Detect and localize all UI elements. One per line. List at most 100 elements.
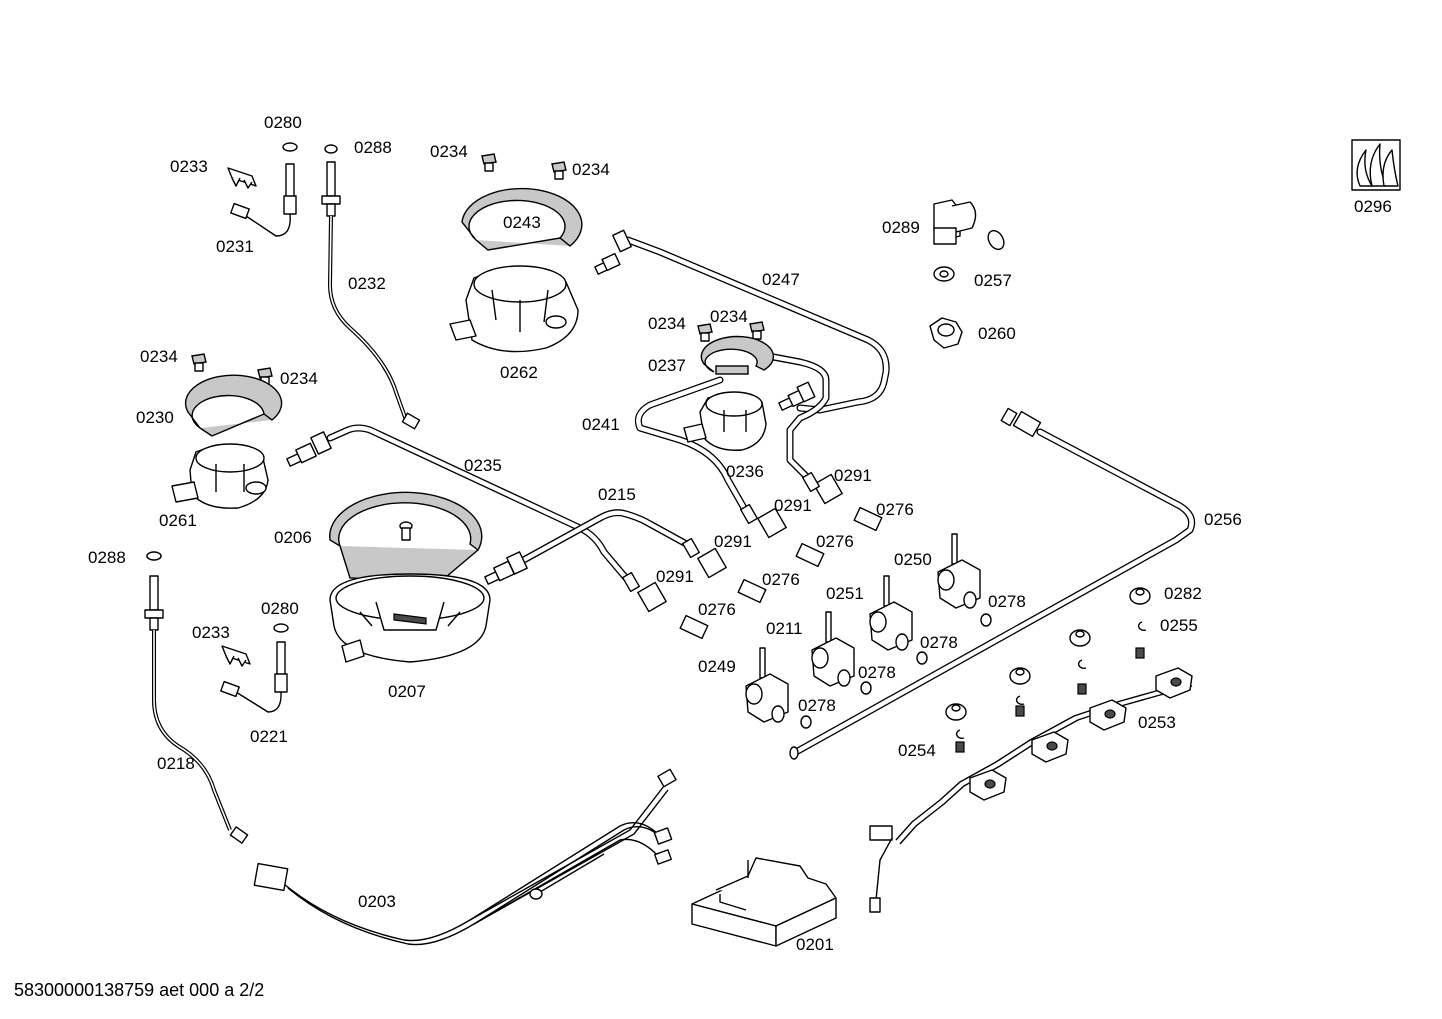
burner-cup-0261 <box>171 443 269 509</box>
label-0206: 0206 <box>274 528 312 547</box>
label-0243: 0243 <box>503 213 541 232</box>
label-0254: 0254 <box>898 741 936 760</box>
gas-pipe-0247 <box>624 236 890 414</box>
pipe-fitting-0215 <box>484 551 528 585</box>
nozzle-0276-d <box>679 614 709 640</box>
pipe-fitting-0247 <box>594 229 632 275</box>
pipe-fitting-0256 <box>1000 407 1042 438</box>
label-0260: 0260 <box>978 324 1016 343</box>
label-0207: 0207 <box>388 682 426 701</box>
label-0201: 0201 <box>796 935 834 954</box>
label-0256: 0256 <box>1204 510 1242 529</box>
label-0237: 0237 <box>648 356 686 375</box>
spark-generator-0201 <box>691 857 837 947</box>
gas-valve-0211 <box>811 611 855 687</box>
seal-0278-a <box>980 613 992 627</box>
label-0251: 0251 <box>826 584 864 603</box>
label-0278-c: 0278 <box>858 663 896 682</box>
label-0233-a: 0233 <box>170 157 208 176</box>
bushing-0282-d <box>945 703 967 721</box>
label-0234-d: 0234 <box>710 307 748 326</box>
elbow-connector-0289 <box>933 199 977 245</box>
label-0231: 0231 <box>216 237 254 256</box>
label-0276-c: 0276 <box>762 570 800 589</box>
label-0255: 0255 <box>1160 616 1198 635</box>
nut-0260 <box>929 317 963 349</box>
thermocouple-0218 <box>144 551 249 844</box>
label-0234-a: 0234 <box>430 142 468 161</box>
label-0211: 0211 <box>766 619 803 638</box>
label-0250: 0250 <box>894 550 932 569</box>
screw-0234-b <box>551 161 567 180</box>
label-0278-a: 0278 <box>988 592 1026 611</box>
screw-0234-a <box>481 153 497 172</box>
washer-0257 <box>933 266 955 282</box>
gas-valve-0251 <box>869 575 913 651</box>
bushing-0282-b <box>1069 629 1091 647</box>
label-0203: 0203 <box>358 892 396 911</box>
burner-cup-0236 <box>683 391 767 451</box>
label-0247: 0247 <box>762 270 800 289</box>
label-0278-b: 0278 <box>920 633 958 652</box>
gas-pipe-0235 <box>326 424 630 582</box>
label-0291-a: 0291 <box>834 466 872 485</box>
gasket-0243 <box>461 187 583 251</box>
label-0234-c: 0234 <box>648 314 686 333</box>
wiring-harness-0203 <box>253 768 677 946</box>
burner-cup-0207 <box>329 573 491 663</box>
label-0253: 0253 <box>1138 713 1176 732</box>
screw-0234-c <box>697 323 713 342</box>
gas-pipe-0215 <box>516 509 694 566</box>
clip-0233-b <box>221 645 251 667</box>
label-0234-e: 0234 <box>140 347 178 366</box>
gas-pipe-0241 <box>634 352 830 512</box>
label-0232: 0232 <box>348 274 386 293</box>
label-0221: 0221 <box>250 727 288 746</box>
label-0280-b: 0280 <box>261 599 299 618</box>
gasket-0230 <box>184 374 283 437</box>
pipe-nut-0291-d <box>621 571 667 613</box>
label-0291-b: 0291 <box>774 496 812 515</box>
screw-0234-e <box>191 353 207 372</box>
pipe-nut-0291-b <box>739 503 787 539</box>
label-0215: 0215 <box>598 485 636 504</box>
seal-0278-b <box>916 651 928 665</box>
label-0280-a: 0280 <box>264 113 302 132</box>
label-0257: 0257 <box>974 271 1012 290</box>
label-0249: 0249 <box>698 657 736 676</box>
seal-0278-d <box>800 715 812 729</box>
spring-0254-c <box>1015 705 1025 717</box>
nozzle-0276-b <box>795 542 825 568</box>
gas-valve-0249 <box>745 647 789 723</box>
clip-0233-a <box>227 167 257 189</box>
burner-cup-0262 <box>449 265 579 353</box>
spring-0254-b <box>1077 683 1087 695</box>
clip-0255-a <box>1137 621 1147 632</box>
gasket-0206 <box>329 491 483 583</box>
label-0218: 0218 <box>157 754 195 773</box>
label-0276-b: 0276 <box>816 532 854 551</box>
label-0236: 0236 <box>726 462 764 481</box>
spring-0254-d <box>955 741 965 753</box>
label-0278-d: 0278 <box>798 696 836 715</box>
screw-0234-d <box>749 321 765 340</box>
nozzle-0276-a <box>853 506 883 532</box>
pipe-nut-0291-a <box>801 471 843 505</box>
document-reference-footer: 58300000138759 aet 000 a 2/2 <box>14 980 265 1000</box>
label-0233-b: 0233 <box>192 623 230 642</box>
label-0276-d: 0276 <box>698 600 736 619</box>
label-0262: 0262 <box>500 363 538 382</box>
ignition-electrode-0221 <box>220 623 289 713</box>
pipe-nut-0291-c <box>681 537 727 579</box>
label-0291-c: 0291 <box>714 532 752 551</box>
clip-0255-b <box>1077 659 1087 670</box>
label-0296: 0296 <box>1354 197 1392 216</box>
pipe-fitting-0235 <box>286 431 332 467</box>
gas-pipe-0256 <box>789 428 1196 760</box>
label-0288-b: 0288 <box>88 548 126 567</box>
thermocouple-0232 <box>321 144 421 430</box>
bushing-0282-c <box>1009 667 1031 685</box>
label-0276-a: 0276 <box>876 500 914 519</box>
label-0234-f: 0234 <box>280 369 318 388</box>
